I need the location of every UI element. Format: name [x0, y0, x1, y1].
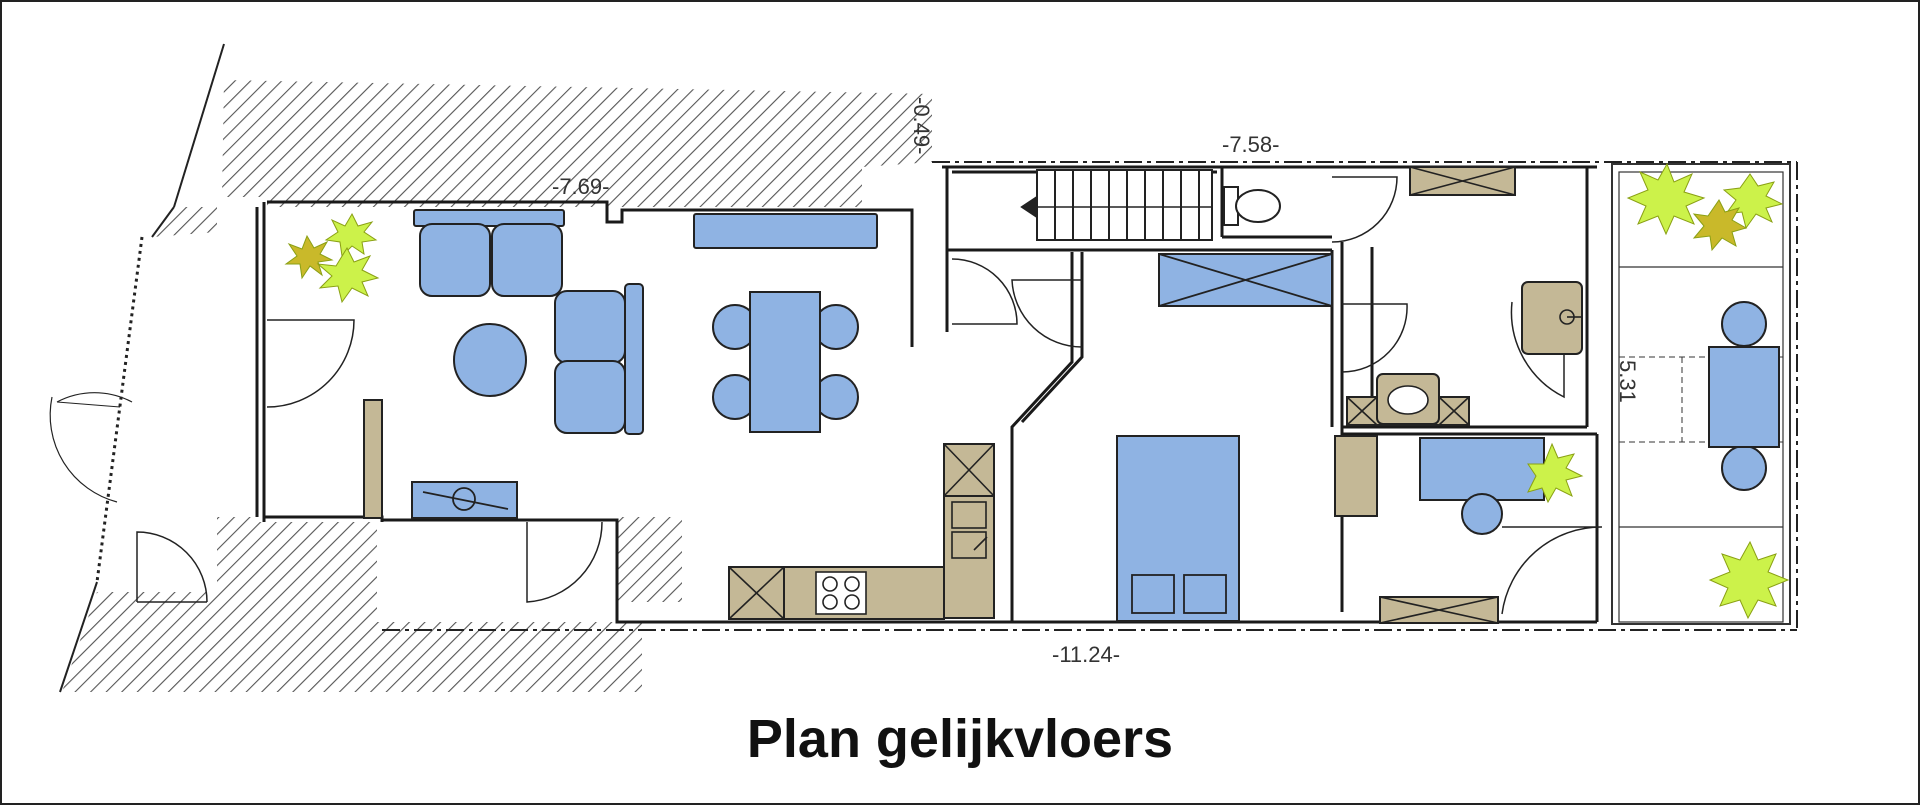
- fixture-details: [728, 166, 1582, 624]
- dimension-bottom: -11.24-: [1052, 642, 1120, 667]
- toilet-icon: [1223, 186, 1281, 226]
- page-title: Plan gelijkvloers: [746, 709, 1174, 769]
- dimension-labels: -7.69- -0.49- -7.58- -11.24- 5.31: [552, 97, 1640, 667]
- terrace: [1611, 163, 1791, 625]
- plants: [284, 162, 1790, 620]
- furniture-details: [422, 253, 1333, 614]
- dimension-offset: -0.49-: [909, 97, 934, 154]
- hatched-ground: [62, 80, 932, 692]
- site-boundary: [49, 43, 1798, 693]
- stairs: [1020, 169, 1213, 241]
- dimension-right-side: 5.31: [1615, 360, 1640, 403]
- dimension-top-right: -7.58-: [1222, 132, 1279, 157]
- dimension-top-left: -7.69-: [552, 174, 609, 199]
- doors: [136, 176, 1603, 615]
- furniture: [411, 209, 1780, 622]
